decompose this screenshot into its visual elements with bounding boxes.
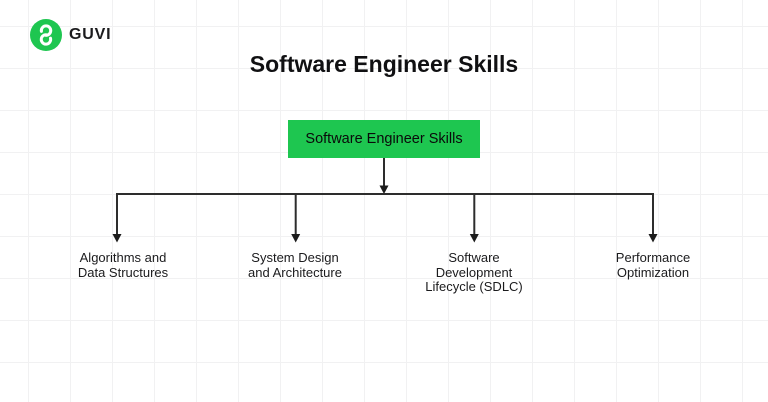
- branch-arrow-down-icon-1: [112, 234, 122, 243]
- branch-bar-line: [116, 193, 654, 234]
- node-system-design-and-architecture: System Design and Architecture: [248, 250, 342, 280]
- brand-wordmark: GUVI: [69, 26, 112, 43]
- guvi-logo-icon: [30, 19, 62, 51]
- branch-arrow-down-icon-4: [648, 234, 658, 243]
- brand-header: GUVI: [30, 19, 111, 51]
- root-node-software-engineer-skills: Software Engineer Skills: [288, 120, 480, 158]
- branch-arrow-down-icon-2: [291, 234, 301, 243]
- node-algorithms-and-data-structures: Algorithms and Data Structures: [77, 250, 169, 280]
- node-software-development-lifecycle-sdlc: Software Development Lifecycle (SDLC): [425, 250, 523, 294]
- node-performance-optimization: Performance Optimization: [615, 250, 691, 280]
- branch-arrow-down-icon-3: [469, 234, 479, 243]
- root-node-label: Software Engineer Skills: [305, 131, 463, 147]
- page-title: Software Engineer Skills: [249, 51, 519, 77]
- root-arrow-down-icon: [379, 185, 389, 194]
